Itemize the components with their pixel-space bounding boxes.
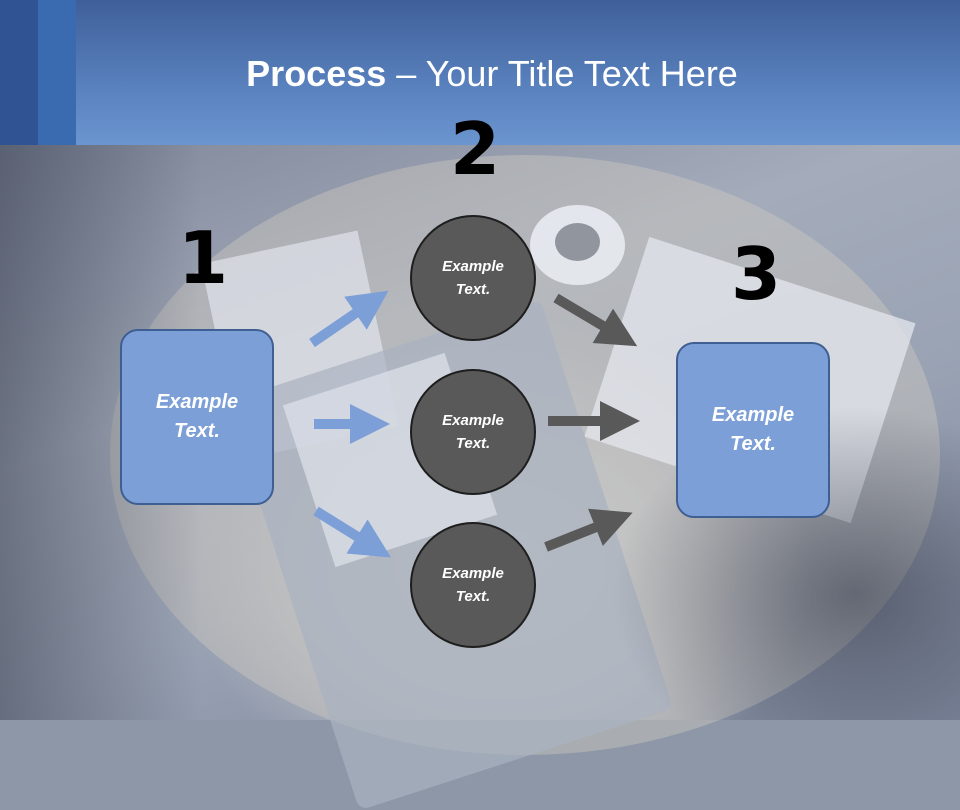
arrow-from-circle-1: [553, 293, 638, 347]
step-number-2: 2: [450, 107, 501, 191]
start-box-text: Example Text.: [155, 391, 239, 442]
circle-1-text: Example Text.: [442, 258, 504, 298]
flow-arrows: [309, 290, 640, 558]
process-circle-3[interactable]: Example Text.: [410, 522, 536, 648]
process-circle-1[interactable]: Example Text.: [410, 215, 536, 341]
photo-coffee-cup: [530, 205, 625, 285]
circle-2-text: Example Text.: [442, 412, 504, 452]
circle-3-text: Example Text.: [442, 565, 504, 605]
start-box[interactable]: Example Text.: [120, 329, 274, 505]
step-number-1: 1: [178, 216, 229, 300]
banner-stripe-light: [38, 0, 76, 145]
slide-title: Process – Your Title Text Here: [0, 52, 960, 96]
title-rest: – Your Title Text Here: [386, 53, 738, 94]
step-number-3: 3: [731, 232, 782, 316]
end-box-text: Example Text.: [711, 404, 795, 455]
arrow-from-circle-3: [544, 508, 633, 552]
arrow-to-circle-3: [313, 506, 391, 558]
banner-stripe-dark: [0, 0, 38, 145]
title-bold: Process: [246, 53, 387, 94]
title-banner: [0, 0, 960, 145]
arrow-to-circle-1: [309, 290, 389, 348]
process-circle-2[interactable]: Example Text.: [410, 369, 536, 495]
end-box[interactable]: Example Text.: [676, 342, 830, 518]
